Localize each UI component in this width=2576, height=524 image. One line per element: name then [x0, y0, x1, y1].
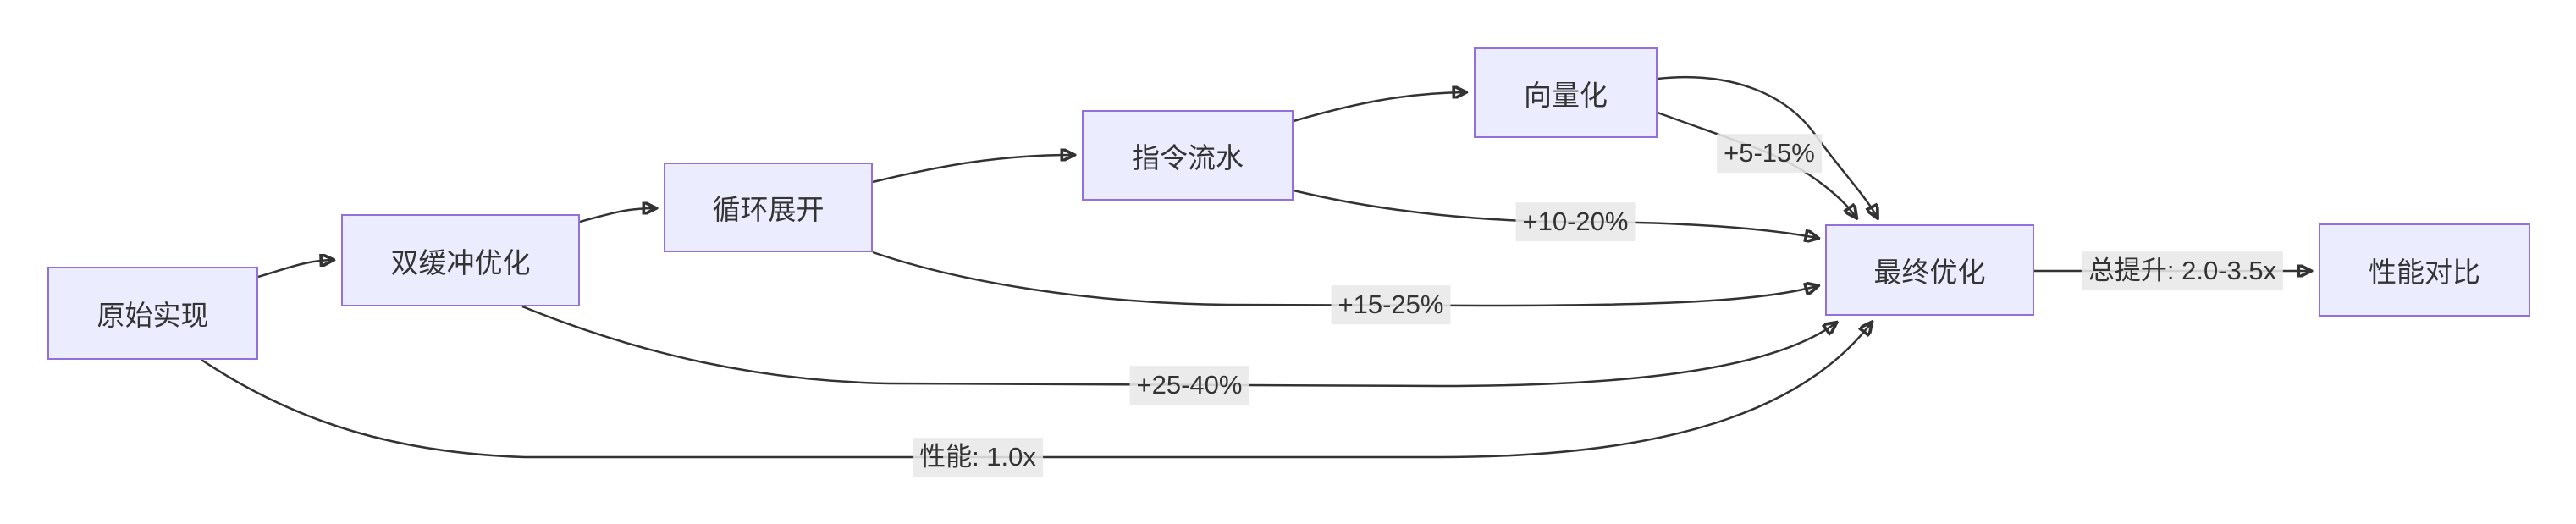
edge-label-buffering-gain: +25-40% [1129, 366, 1249, 405]
edge-label-unrolling-gain: +15-25% [1331, 285, 1451, 324]
edge-double-buffering-to-loop-unrolling [579, 208, 654, 223]
edge-vectorization-to-final-plain [1657, 75, 1877, 217]
node-instruction-pipelining: 指令流水 [1082, 110, 1294, 201]
edge-double-buffering-to-final [521, 305, 1835, 388]
node-final-optimization: 最终优化 [1825, 224, 2034, 316]
node-performance-comparison: 性能对比 [2319, 223, 2530, 317]
edge-label-vectorization-gain: +5-15% [1717, 134, 1822, 173]
edge-loop-unrolling-to-instruction-pipelining [872, 155, 1073, 184]
node-vectorization: 向量化 [1474, 47, 1658, 138]
edge-loop-unrolling-to-final [872, 251, 1817, 307]
edge-label-pipelining-gain: +10-20% [1515, 202, 1636, 241]
edge-original-to-double-buffering [257, 260, 332, 279]
edge-original-to-final [201, 323, 1871, 459]
edge-instruction-pipelining-to-vectorization [1293, 92, 1465, 123]
edge-label-baseline-performance: 性能: 1.0x [913, 438, 1043, 477]
node-double-buffering-optimization: 双缓冲优化 [341, 214, 580, 306]
node-loop-unrolling: 循环展开 [664, 163, 873, 252]
edge-label-total-improvement: 总提升: 2.0-3.5x [2081, 251, 2284, 290]
node-original-implementation: 原始实现 [47, 267, 258, 360]
